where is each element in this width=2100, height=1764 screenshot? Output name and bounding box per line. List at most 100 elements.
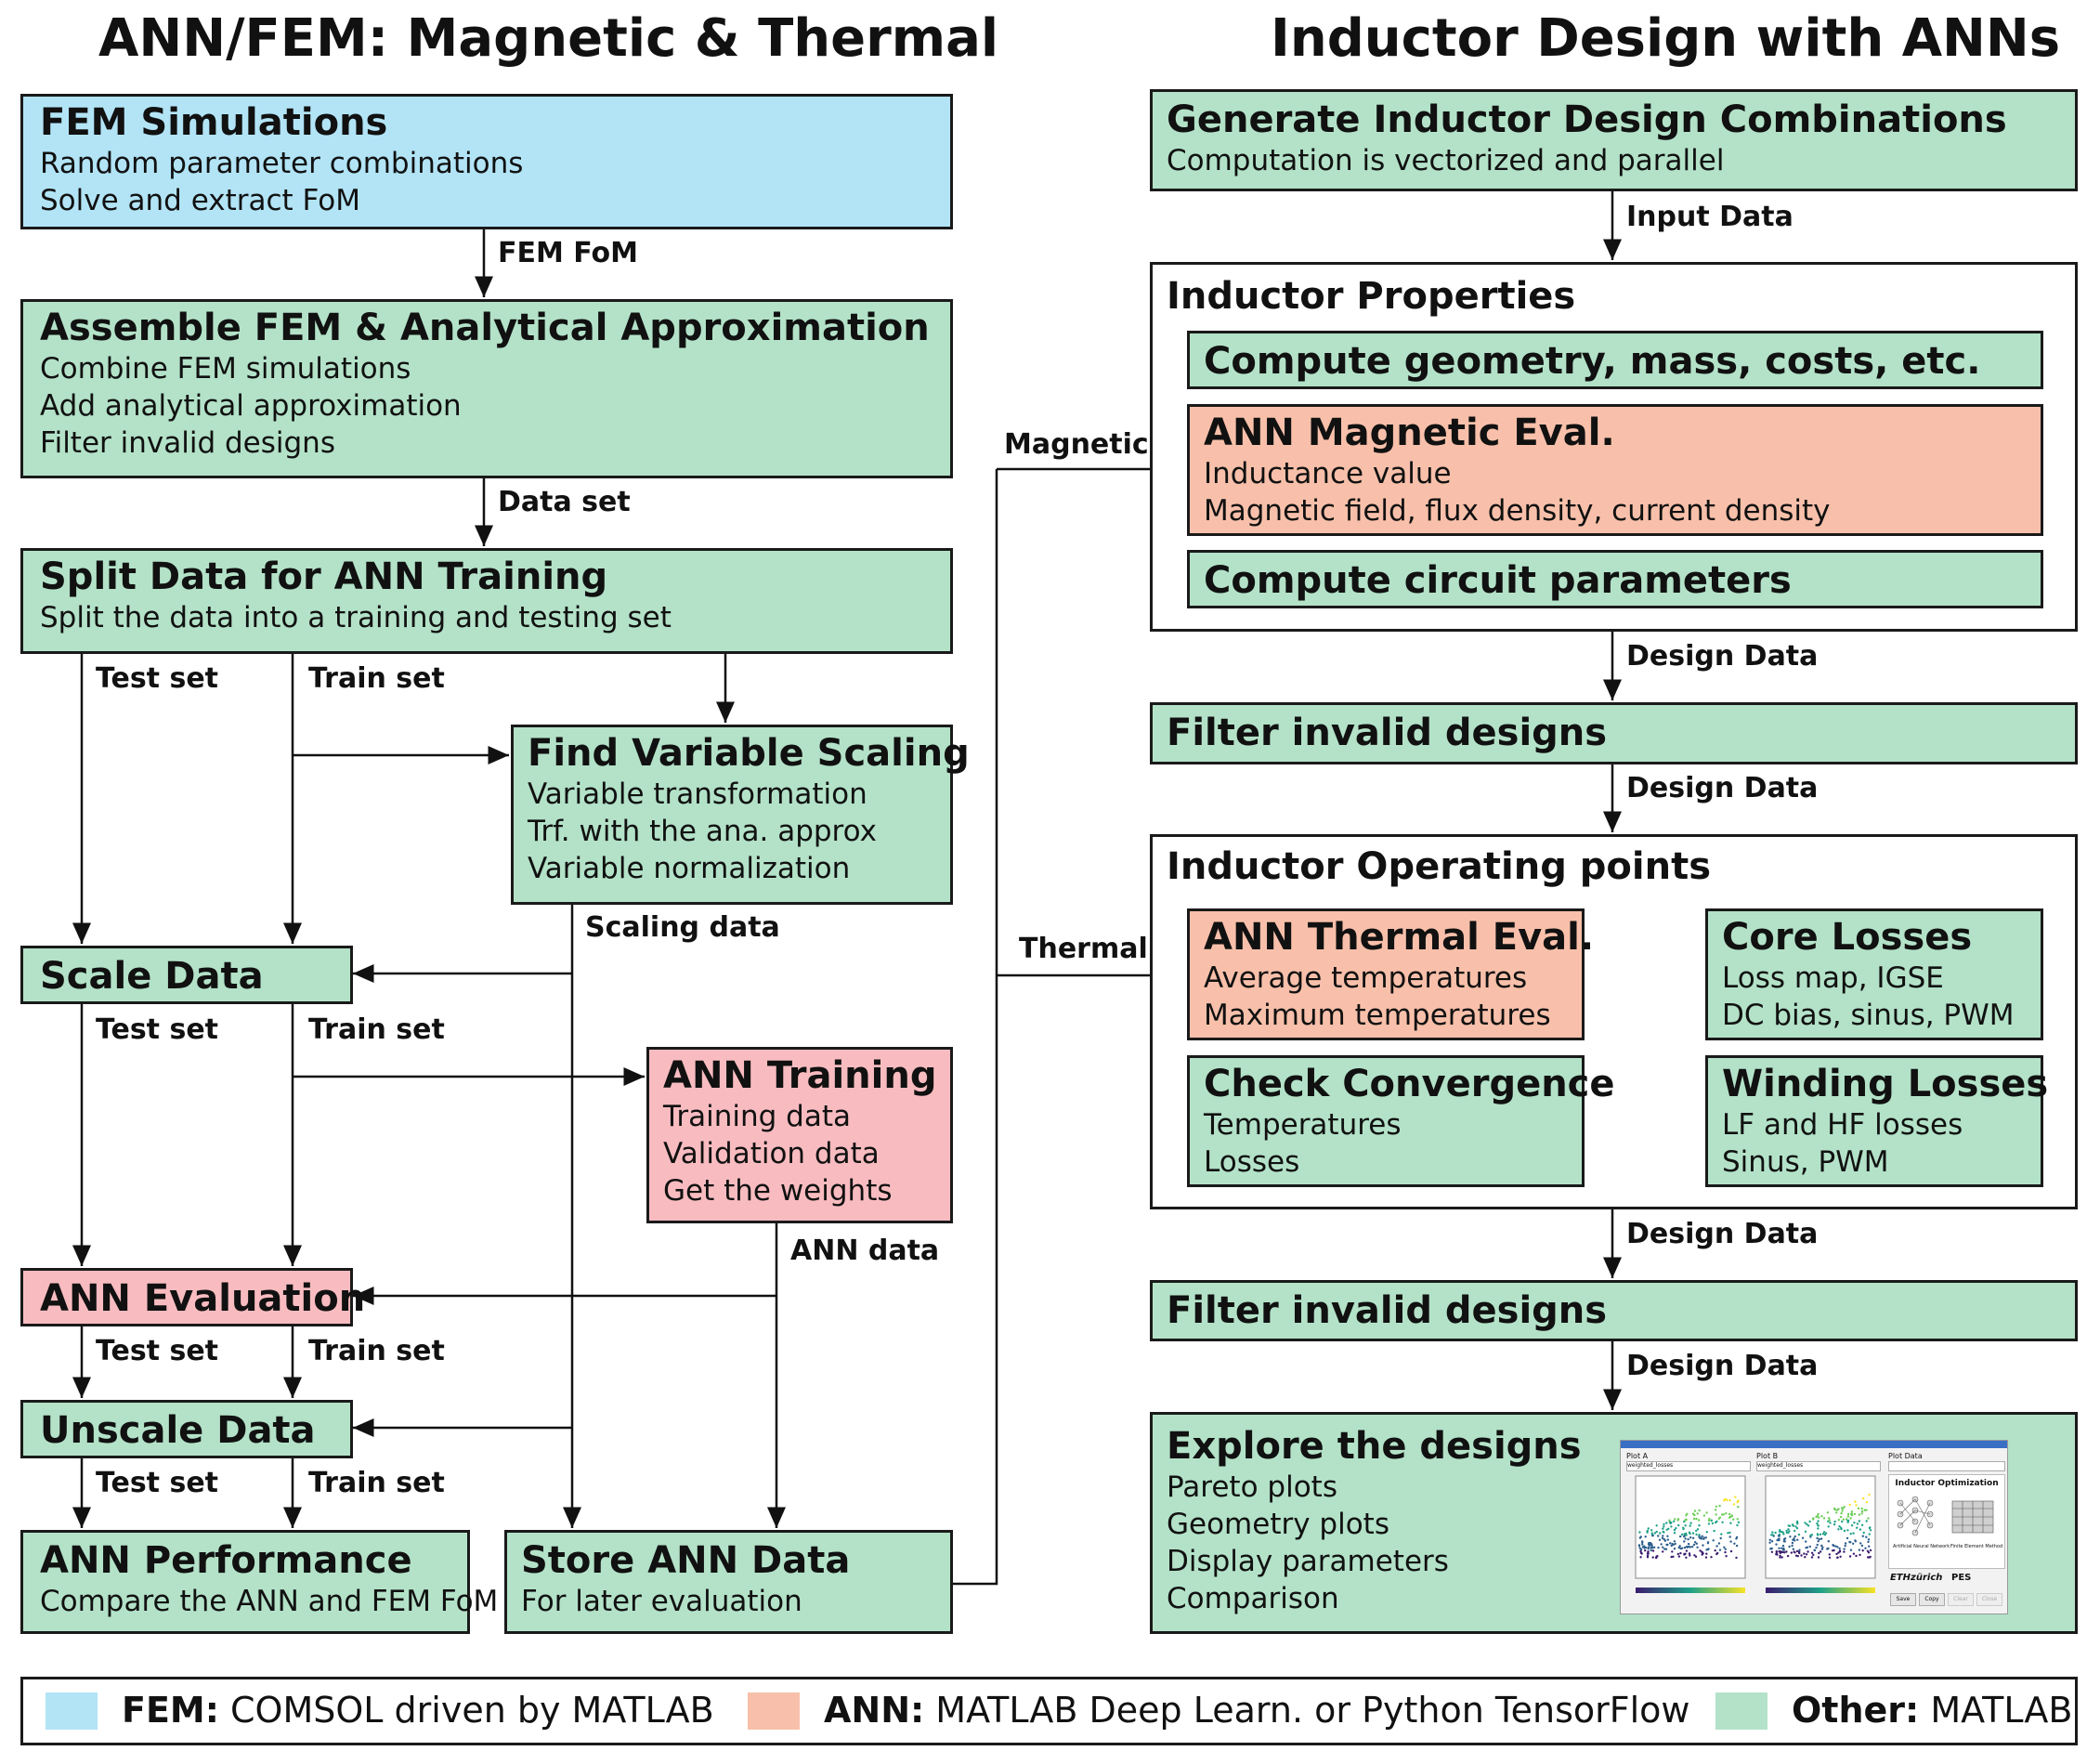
scatter-point bbox=[1655, 1530, 1658, 1534]
scatter-point bbox=[1646, 1531, 1649, 1534]
box-title: ANN Evaluation bbox=[40, 1277, 366, 1320]
box-title: Scale Data bbox=[40, 955, 264, 998]
scatter-point bbox=[1663, 1522, 1665, 1526]
scatter-point bbox=[1735, 1537, 1738, 1540]
scatter-point bbox=[1706, 1541, 1710, 1544]
scatter-point bbox=[1794, 1525, 1797, 1528]
scatter-point bbox=[1804, 1530, 1807, 1533]
scatter-point bbox=[1828, 1556, 1832, 1559]
plot-data-label: Plot Data bbox=[1888, 1452, 1923, 1460]
scatter-point bbox=[1777, 1535, 1780, 1537]
left-heading: ANN/FEM: Magnetic & Thermal bbox=[98, 8, 999, 69]
scatter-point bbox=[1651, 1556, 1654, 1559]
scatter-point bbox=[1817, 1556, 1820, 1559]
box-title: ANN Training bbox=[663, 1054, 937, 1097]
scatter-point bbox=[1810, 1551, 1814, 1554]
box-line: Validation data bbox=[663, 1137, 880, 1170]
scatter-point bbox=[1797, 1550, 1801, 1553]
scatter-point bbox=[1820, 1548, 1824, 1550]
scatter-point bbox=[1823, 1534, 1827, 1536]
scatter-point bbox=[1684, 1537, 1687, 1540]
ann-fem-illustration bbox=[1897, 1496, 1994, 1536]
box-title: Compute circuit parameters bbox=[1204, 559, 1792, 602]
scatter-point bbox=[1720, 1513, 1724, 1516]
scatter-point bbox=[1715, 1513, 1717, 1516]
ann-performance-box: ANN Performance Compare the ANN and FEM … bbox=[20, 1530, 498, 1634]
scatter-point bbox=[1868, 1545, 1871, 1548]
scatter-point bbox=[1651, 1546, 1654, 1549]
scatter-point bbox=[1692, 1543, 1696, 1547]
scatter-point bbox=[1869, 1526, 1872, 1529]
ann-magnetic-box: ANN Magnetic Eval. Inductance value Magn… bbox=[1187, 404, 2043, 536]
close-button[interactable]: Close bbox=[1976, 1593, 2002, 1606]
label-train-set: Train set bbox=[308, 1335, 445, 1367]
scatter-point bbox=[1638, 1531, 1641, 1534]
box-title: ANN Magnetic Eval. bbox=[1204, 412, 1615, 454]
scatter-point bbox=[1685, 1549, 1689, 1552]
scatter-point bbox=[1700, 1537, 1703, 1540]
scatter-point bbox=[1702, 1544, 1704, 1547]
scatter-point bbox=[1812, 1517, 1815, 1520]
scatter-point bbox=[1705, 1552, 1708, 1555]
scatter-point bbox=[1716, 1551, 1719, 1555]
scatter-point bbox=[1693, 1554, 1696, 1557]
scatter-point bbox=[1796, 1538, 1799, 1541]
plot-b-select: weighted_losses bbox=[1756, 1461, 1881, 1471]
scatter-point bbox=[1849, 1517, 1852, 1520]
scatter-point bbox=[1819, 1533, 1822, 1535]
scatter-point bbox=[1852, 1542, 1855, 1545]
scatter-point bbox=[1868, 1533, 1871, 1535]
scatter-plot-a bbox=[1635, 1475, 1746, 1593]
clear-button[interactable]: Clear bbox=[1948, 1593, 1974, 1606]
scatter-point bbox=[1774, 1531, 1777, 1535]
scatter-point bbox=[1653, 1546, 1656, 1548]
generate-designs-box: Generate Inductor Design Combinations Co… bbox=[1150, 89, 2078, 191]
scatter-point bbox=[1707, 1519, 1711, 1522]
scatter-point bbox=[1844, 1542, 1847, 1545]
scatter-point bbox=[1651, 1549, 1655, 1552]
scatter-point bbox=[1783, 1537, 1787, 1540]
scatter-point bbox=[1683, 1546, 1687, 1549]
scatter-point bbox=[1781, 1550, 1784, 1554]
scatter-point bbox=[1737, 1521, 1741, 1523]
scatter-point bbox=[1846, 1529, 1849, 1532]
scatter-point bbox=[1730, 1514, 1733, 1517]
box-line: LF and HF losses bbox=[1722, 1108, 1963, 1142]
box-line: Split the data into a training and testi… bbox=[40, 601, 672, 634]
scatter-point bbox=[1705, 1511, 1708, 1514]
box-title: Explore the designs bbox=[1167, 1425, 1582, 1468]
scatter-point bbox=[1864, 1547, 1867, 1549]
scatter-point bbox=[1668, 1519, 1671, 1522]
label-train-set: Train set bbox=[308, 662, 445, 695]
scatter-point bbox=[1852, 1532, 1855, 1535]
label-input-data: Input Data bbox=[1626, 201, 1793, 233]
scatter-point bbox=[1727, 1532, 1729, 1535]
scatter-point bbox=[1817, 1540, 1820, 1543]
box-title: Core Losses bbox=[1722, 916, 1973, 959]
scatter-point bbox=[1646, 1552, 1650, 1555]
scatter-point bbox=[1679, 1551, 1682, 1555]
label-fem-fom: FEM FoM bbox=[498, 237, 639, 269]
group-title: Inductor Properties bbox=[1167, 275, 1576, 318]
ann-caption: Artificial Neural Network bbox=[1893, 1544, 1950, 1549]
scatter-point bbox=[1826, 1511, 1830, 1514]
scatter-point bbox=[1806, 1522, 1808, 1526]
scatter-point bbox=[1869, 1548, 1872, 1552]
scatter-point bbox=[1848, 1555, 1852, 1558]
scatter-point bbox=[1842, 1518, 1845, 1521]
scatter-point bbox=[1696, 1546, 1699, 1548]
copy-button[interactable]: Copy bbox=[1919, 1593, 1945, 1606]
scatter-point bbox=[1715, 1521, 1717, 1524]
compute-circuit-box: Compute circuit parameters bbox=[1187, 550, 2043, 608]
plot-b-label: Plot B bbox=[1756, 1452, 1779, 1460]
save-button[interactable]: Save bbox=[1890, 1593, 1916, 1606]
scatter-point bbox=[1827, 1525, 1830, 1528]
scatter-point bbox=[1734, 1496, 1737, 1498]
label-thermal: Thermal bbox=[1019, 933, 1148, 965]
scatter-point bbox=[1725, 1512, 1728, 1515]
scatter-point bbox=[1705, 1531, 1708, 1534]
scatter-point bbox=[1724, 1550, 1727, 1554]
label-ann-data: ANN data bbox=[790, 1235, 940, 1267]
box-line: Loss map, IGSE bbox=[1722, 961, 1944, 995]
scatter-point bbox=[1644, 1549, 1647, 1552]
